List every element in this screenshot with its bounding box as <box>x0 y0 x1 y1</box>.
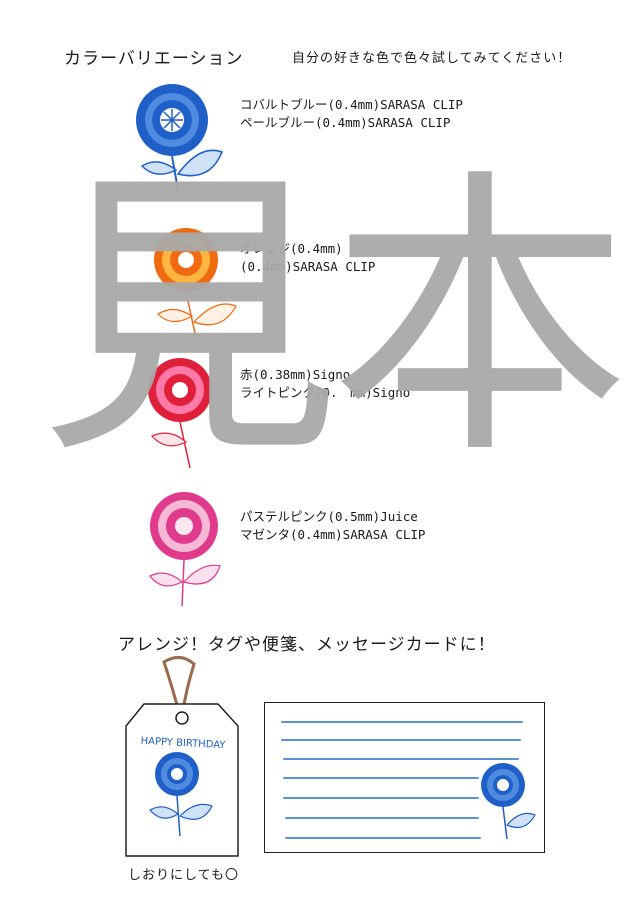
gift-tag-illustration <box>125 656 239 857</box>
card-flower-illustration <box>481 763 536 840</box>
card-line <box>285 817 479 819</box>
page-title: カラーバリエーション <box>64 49 244 69</box>
variation-4-line2: マゼンタ(0.4mm)SARASA CLIP <box>240 527 426 542</box>
card-line <box>285 837 481 839</box>
variation-2-line2: (0.4mm)SARASA CLIP <box>240 259 376 274</box>
card-line <box>283 758 519 760</box>
variation-3-line2: ライトピンク(0. mm)Signo <box>240 385 411 400</box>
variation-4-line1: パステルピンク(0.5mm)Juice <box>240 509 418 524</box>
card-line <box>281 721 523 723</box>
flower-red-illustration <box>148 358 212 469</box>
variation-1-line1: コバルトブルー(0.4mm)SARASA CLIP <box>240 97 463 112</box>
card-line <box>283 777 479 779</box>
arrange-heading: アレンジ！タグや便箋、メッセージカードに！ <box>118 635 496 655</box>
flower-orange-illustration <box>154 228 237 339</box>
flower-blue-illustration <box>136 84 223 191</box>
page-subtitle: 自分の好きな色で色々試してみてください！ <box>292 51 572 66</box>
card-line <box>281 739 521 741</box>
sample-watermark: 見本 <box>40 145 630 494</box>
variation-1-line2: ペールブルー(0.4mm)SARASA CLIP <box>240 115 451 130</box>
variation-2-line1: オレンジ(0.4mm) <box>240 241 343 256</box>
flower-pink-illustration <box>149 492 221 607</box>
tag-caption: しおりにしても〇 <box>128 868 239 883</box>
message-card <box>264 702 545 853</box>
variation-3-line1: 赤(0.38mm)Signo <box>240 367 351 382</box>
card-line <box>283 797 479 799</box>
